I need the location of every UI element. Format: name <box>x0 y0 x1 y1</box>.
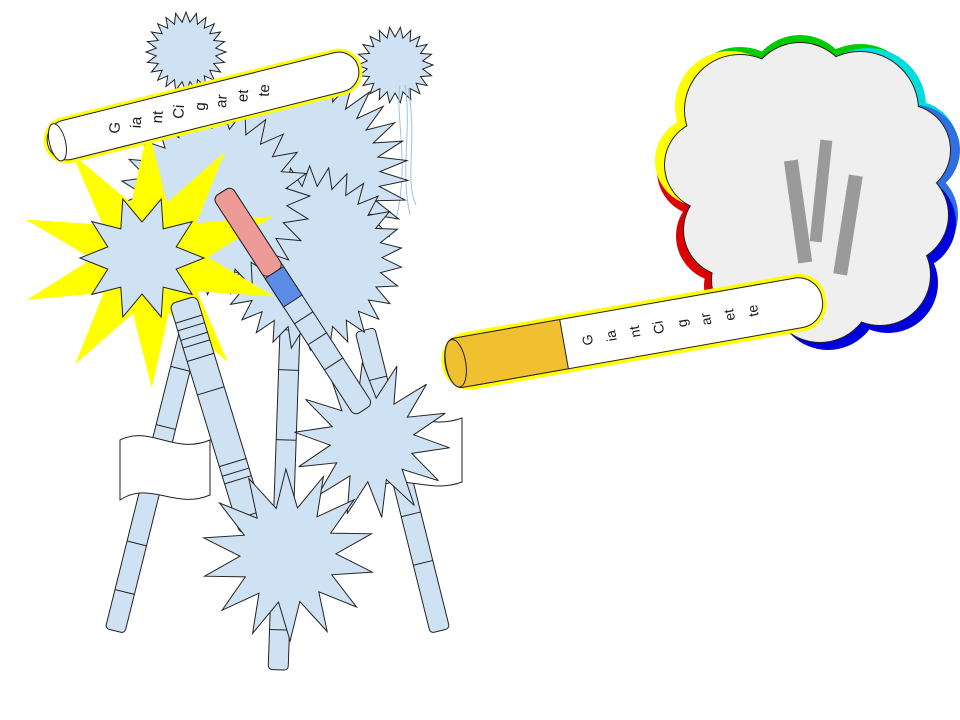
cigarette-label-chunk: G <box>106 121 124 134</box>
cigarette-label-chunk: et <box>234 88 252 102</box>
cigarette-label-chunk: ar <box>213 94 231 108</box>
starburst-lower-right <box>294 362 450 518</box>
cigarette-label-chunk: ia <box>602 329 620 343</box>
cigarette-label-chunk: G <box>579 333 597 347</box>
cigarette-label-chunk: Ci <box>170 104 188 119</box>
tube-legs <box>105 327 450 671</box>
cloud-stripe-3 <box>833 174 863 276</box>
cigarette-label-chunk: ar <box>697 311 715 326</box>
cigarette-label-chunk: ia <box>128 115 146 128</box>
cloud-stripes <box>783 139 863 276</box>
starburst-explosion-center <box>78 197 206 319</box>
cigarette-label-chunk: nt <box>149 109 167 123</box>
cigarette-label-chunk: et <box>720 308 738 322</box>
cigarette-label-chunk: Ci <box>649 320 667 336</box>
cigarette-label-chunk: nt <box>626 324 644 338</box>
cigarette-label-chunk: g <box>192 102 210 112</box>
cigarette-label-chunk: te <box>744 304 762 318</box>
starburst-small-top-right <box>355 26 435 104</box>
starburst-bottom <box>201 467 375 643</box>
wand <box>214 187 372 415</box>
cigarette-label-chunk: g <box>673 318 690 328</box>
wavy-banner-left <box>119 435 211 501</box>
cloud-stripe-1 <box>783 159 813 264</box>
segmented-rod <box>170 296 266 533</box>
hanging-strings <box>395 84 417 221</box>
wand-blue-band <box>264 265 303 308</box>
cloud-stripe-2 <box>809 139 833 243</box>
cigarette-label-chunk: te <box>256 84 274 98</box>
